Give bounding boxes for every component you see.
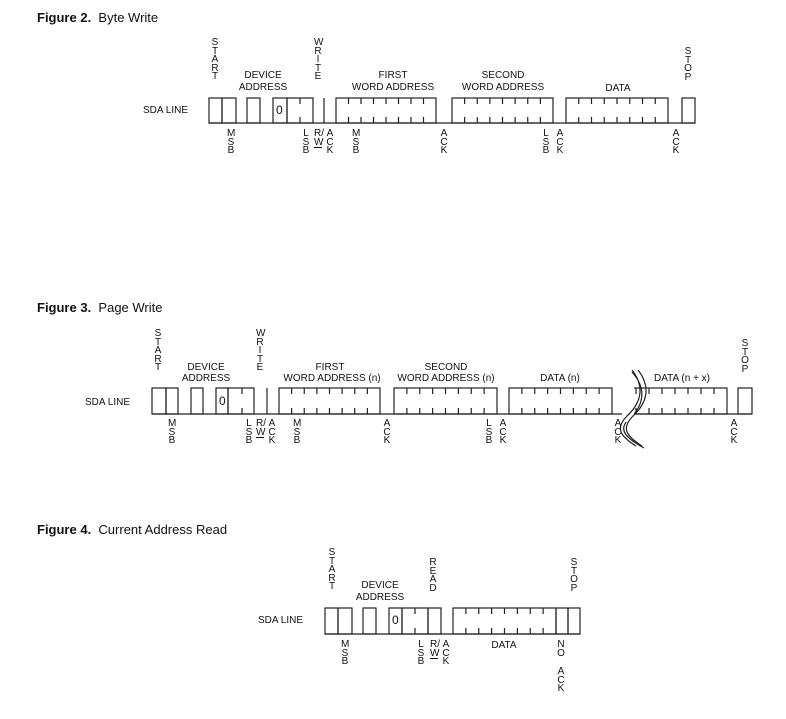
ack-label: ACK bbox=[730, 418, 738, 447]
ack-label: ACK bbox=[440, 128, 448, 157]
bit-box bbox=[567, 607, 581, 635]
second-label: SECOND bbox=[424, 362, 468, 373]
ack-label: ACK bbox=[614, 418, 622, 447]
lsb-label: LSB bbox=[302, 128, 310, 157]
write-label: WRITE bbox=[256, 328, 266, 374]
figure-2-caption: Figure 2. Byte Write bbox=[37, 10, 158, 25]
data-n-label: DATA (n) bbox=[540, 373, 580, 384]
start-label: START bbox=[328, 547, 336, 593]
bit-box bbox=[681, 97, 696, 124]
write-label: WRITE bbox=[314, 37, 324, 83]
bit-box bbox=[227, 387, 255, 415]
figure-title: Byte Write bbox=[98, 10, 159, 25]
bit-box bbox=[221, 97, 237, 124]
msb-label: MSB bbox=[341, 639, 350, 668]
bit-box bbox=[427, 607, 442, 635]
ack-label: ACK bbox=[672, 128, 680, 157]
sda-line-label: SDA LINE bbox=[143, 105, 189, 116]
lsb-label: LSB bbox=[417, 639, 425, 668]
lsb-label: LSB bbox=[245, 418, 253, 447]
word-address-label: WORD ADDRESS bbox=[351, 82, 435, 93]
lsb-label: LSB bbox=[542, 128, 550, 157]
start-label: START bbox=[154, 328, 162, 374]
break-line bbox=[625, 369, 647, 447]
overline bbox=[314, 147, 322, 148]
break-line bbox=[619, 369, 641, 447]
break-gap bbox=[622, 378, 634, 422]
zero-bit: 0 bbox=[392, 613, 399, 627]
ack-label: ACK bbox=[326, 128, 334, 157]
word-address-label: WORD ADDRESS (n) bbox=[397, 373, 495, 384]
data-label: DATA bbox=[491, 640, 517, 651]
bit-box bbox=[190, 387, 204, 415]
read-label: READ bbox=[429, 557, 437, 594]
address-label: ADDRESS bbox=[355, 592, 405, 603]
device-label: DEVICE bbox=[361, 580, 399, 591]
bit-box bbox=[246, 97, 261, 124]
rw-label: R/W bbox=[430, 639, 440, 659]
bit-box bbox=[208, 97, 223, 124]
bit-box bbox=[165, 387, 179, 415]
data-label: DATA bbox=[605, 83, 631, 94]
ack-label: ACK bbox=[557, 666, 565, 695]
figure-4-caption: Figure 4. Current Address Read bbox=[37, 522, 227, 537]
second-label: SECOND bbox=[481, 70, 525, 81]
ack-label: ACK bbox=[268, 418, 276, 447]
zero-bit: 0 bbox=[276, 103, 283, 117]
bit-box bbox=[737, 387, 753, 415]
ack-label: ACK bbox=[556, 128, 564, 157]
first-label: FIRST bbox=[378, 70, 408, 81]
figure-title: Current Address Read bbox=[98, 522, 228, 537]
rw-label: R/W bbox=[314, 128, 324, 148]
ack-label: ACK bbox=[499, 418, 507, 447]
device-label: DEVICE bbox=[244, 70, 282, 81]
msb-label: MSB bbox=[352, 128, 361, 157]
lsb-label: LSB bbox=[485, 418, 493, 447]
word-address-label: WORD ADDRESS (n) bbox=[283, 373, 381, 384]
msb-label: MSB bbox=[168, 418, 177, 447]
address-label: ADDRESS bbox=[238, 82, 288, 93]
sda-line-label: SDA LINE bbox=[85, 397, 131, 408]
stop-label: STOP bbox=[684, 46, 692, 83]
sda-line-label: SDA LINE bbox=[258, 615, 304, 626]
figure-number: Figure 3. bbox=[37, 300, 92, 315]
bit-box bbox=[324, 607, 339, 635]
figure-number: Figure 4. bbox=[37, 522, 92, 537]
zero-bit: 0 bbox=[219, 394, 226, 408]
word-address-label: WORD ADDRESS bbox=[461, 82, 545, 93]
msb-label: MSB bbox=[293, 418, 302, 447]
msb-label: MSB bbox=[227, 128, 236, 157]
rw-label: R/W bbox=[256, 418, 266, 438]
figure-3-caption: Figure 3. Page Write bbox=[37, 300, 163, 315]
figure-title: Page Write bbox=[98, 300, 163, 315]
figure-number: Figure 2. bbox=[37, 10, 92, 25]
overline bbox=[430, 658, 438, 659]
stop-label: STOP bbox=[570, 557, 578, 594]
bit-box bbox=[151, 387, 167, 415]
first-label: FIRST bbox=[315, 362, 345, 373]
data-n-x-label: DATA (n + x) bbox=[653, 373, 711, 384]
overline bbox=[256, 437, 264, 438]
bit-box bbox=[362, 607, 377, 635]
ack-label: ACK bbox=[442, 639, 450, 668]
start-label: START bbox=[211, 37, 219, 83]
address-label: ADDRESS bbox=[181, 373, 231, 384]
bit-box bbox=[337, 607, 353, 635]
ack-label: ACK bbox=[383, 418, 391, 447]
stop-label: STOP bbox=[741, 338, 749, 375]
no-label: NO bbox=[557, 639, 565, 659]
device-label: DEVICE bbox=[187, 362, 225, 373]
bit-box bbox=[555, 607, 569, 635]
